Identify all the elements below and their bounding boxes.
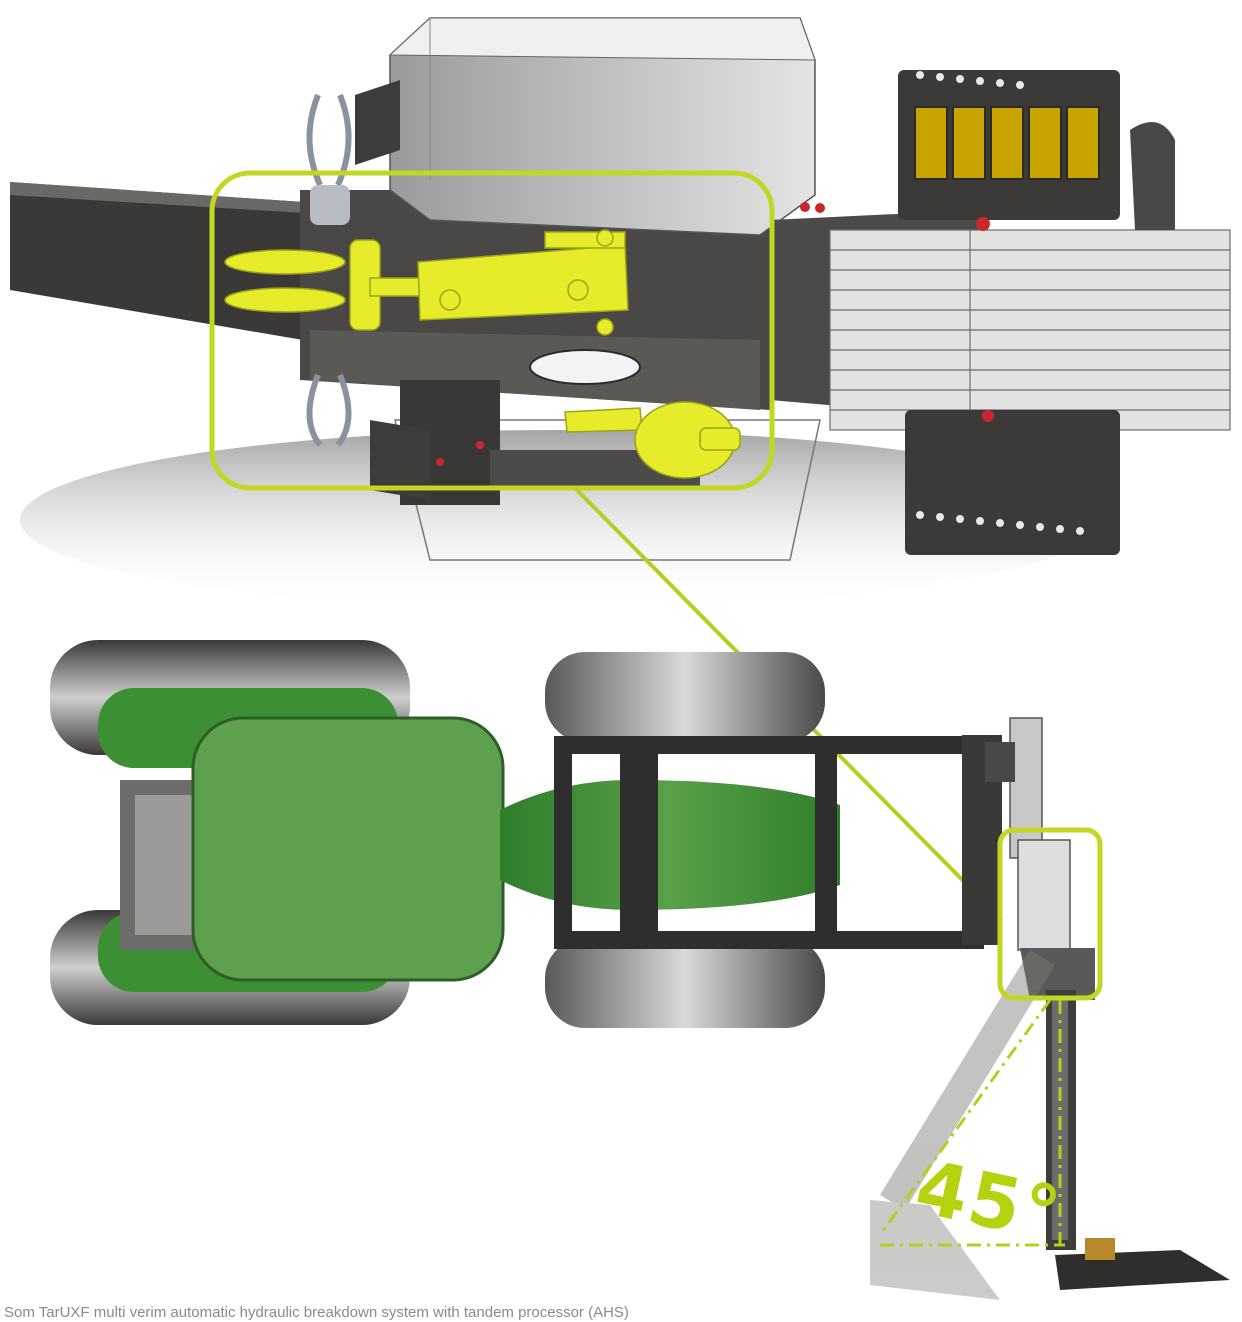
angle-guides [878,999,1065,1247]
detail-view [10,17,1231,610]
hydraulic-parts-highlight [224,229,741,479]
plan-highlight-frame [997,827,1103,1001]
detail-highlight-frame [209,170,775,491]
figure-caption: Som TarUXF multi verim automatic hydraul… [4,1304,629,1321]
